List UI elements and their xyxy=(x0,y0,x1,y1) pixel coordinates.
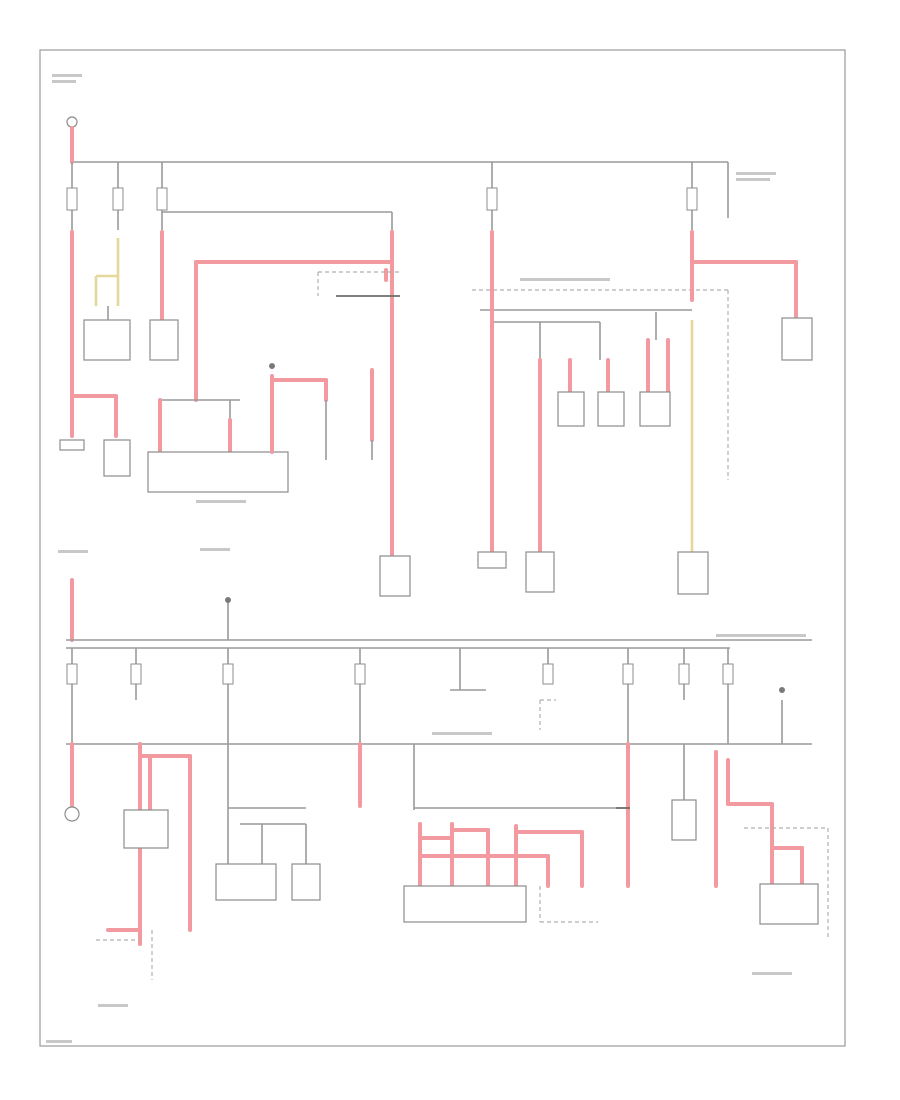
component-yellow-end xyxy=(677,551,709,595)
right-upper-circuit xyxy=(472,230,813,595)
fuse-a xyxy=(66,187,78,211)
fuse-b xyxy=(112,187,124,211)
bottom-center-circuits xyxy=(403,742,630,923)
fuse-m6 xyxy=(622,663,634,685)
central-control-module xyxy=(147,363,328,493)
ignition-switch-terminal xyxy=(66,116,78,128)
component-br-2 xyxy=(759,883,819,925)
fuse-c xyxy=(156,187,168,211)
component-bl-1 xyxy=(123,809,169,849)
component-center-bottom xyxy=(379,555,411,597)
component-r2 xyxy=(597,391,625,427)
fuse-m1 xyxy=(66,663,78,685)
fuse-m8 xyxy=(722,663,734,685)
component-r1 xyxy=(557,391,585,427)
component-bl-3 xyxy=(291,863,321,901)
bottom-left-circuits xyxy=(64,742,362,980)
fuse-m3 xyxy=(222,663,234,685)
component-bc-1 xyxy=(403,885,527,923)
component-r4 xyxy=(525,551,555,593)
left-connector-a xyxy=(59,439,85,451)
component-small-left xyxy=(83,319,131,361)
left-column-circuit xyxy=(59,230,394,562)
control-module-box xyxy=(147,451,289,493)
fuse-d xyxy=(486,187,498,211)
fuse-m5 xyxy=(542,663,554,685)
middle-bus-section xyxy=(66,578,812,745)
center-switches xyxy=(317,271,411,597)
top-bus-section xyxy=(66,116,729,232)
fuse-e xyxy=(686,187,698,211)
fuse-m7 xyxy=(678,663,690,685)
left-component-b xyxy=(103,439,131,477)
diagram-frame xyxy=(39,49,846,1047)
fuse-m2 xyxy=(130,663,142,685)
component-bl-2 xyxy=(215,863,277,901)
component-far-right xyxy=(781,317,813,361)
illegible-label-marks xyxy=(46,74,806,1043)
bottom-right-circuits xyxy=(671,700,829,940)
component-br-1 xyxy=(671,799,697,841)
connector-r5 xyxy=(477,551,507,569)
lamp-bottom-left xyxy=(64,806,80,822)
component-r3 xyxy=(639,391,671,427)
component-c xyxy=(149,319,179,361)
fuse-m4 xyxy=(354,663,366,685)
